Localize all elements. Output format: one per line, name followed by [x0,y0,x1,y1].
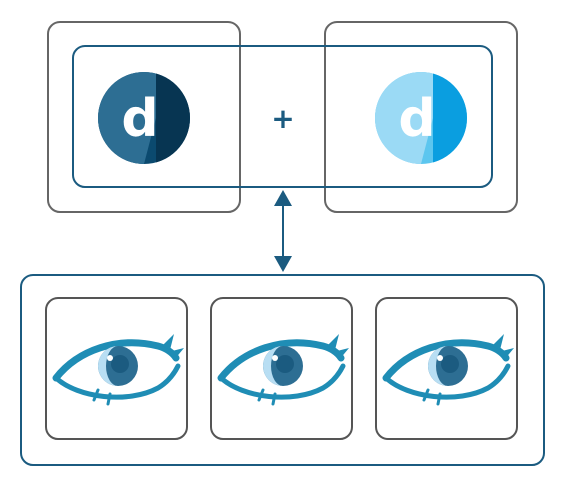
combined-logo-box [72,45,493,188]
bidirectional-arrow [274,190,292,272]
eye-icon-1 [56,334,184,404]
eye-box-3 [375,297,518,440]
arrow-head-down [274,256,292,272]
eye-icon-2 [221,334,349,404]
dark-d-logo-icon: d [98,72,190,164]
left-logo-box [47,21,241,213]
dark-d-logo-letter: d [121,89,158,149]
right-logo-box [324,21,518,213]
light-d-logo-letter: d [398,89,435,149]
eyes-container-box [20,274,545,466]
plus-symbol: + [271,102,294,135]
eye-box-1 [45,297,188,440]
arrow-head-up [274,190,292,206]
eye-box-2 [210,297,353,440]
light-d-logo-icon: d [375,72,467,164]
eye-icon-3 [386,334,514,404]
